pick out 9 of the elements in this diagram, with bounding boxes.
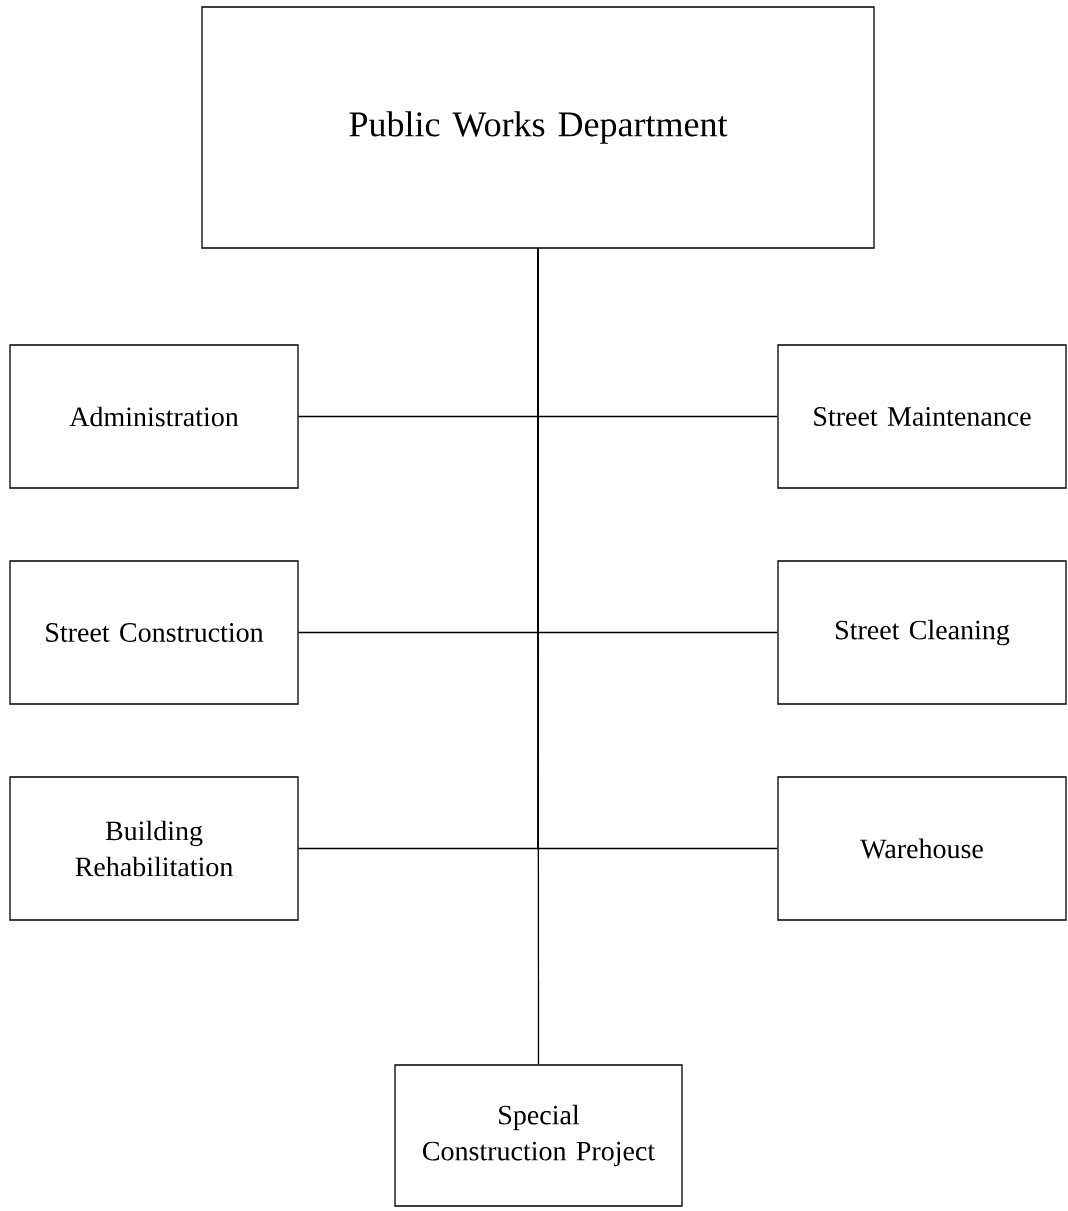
unit-box: Special Construction Project — [394, 1064, 683, 1207]
unit-box: Street Maintenance — [777, 344, 1067, 489]
unit-box: Street Construction — [9, 560, 299, 705]
title-box: Public Works Department — [201, 6, 875, 249]
unit-box: Building Rehabilitation — [9, 776, 299, 921]
unit-box: Street Cleaning — [777, 560, 1067, 705]
connector-line — [537, 248, 540, 1065]
unit-box: Administration — [9, 344, 299, 489]
unit-box: Warehouse — [777, 776, 1067, 921]
